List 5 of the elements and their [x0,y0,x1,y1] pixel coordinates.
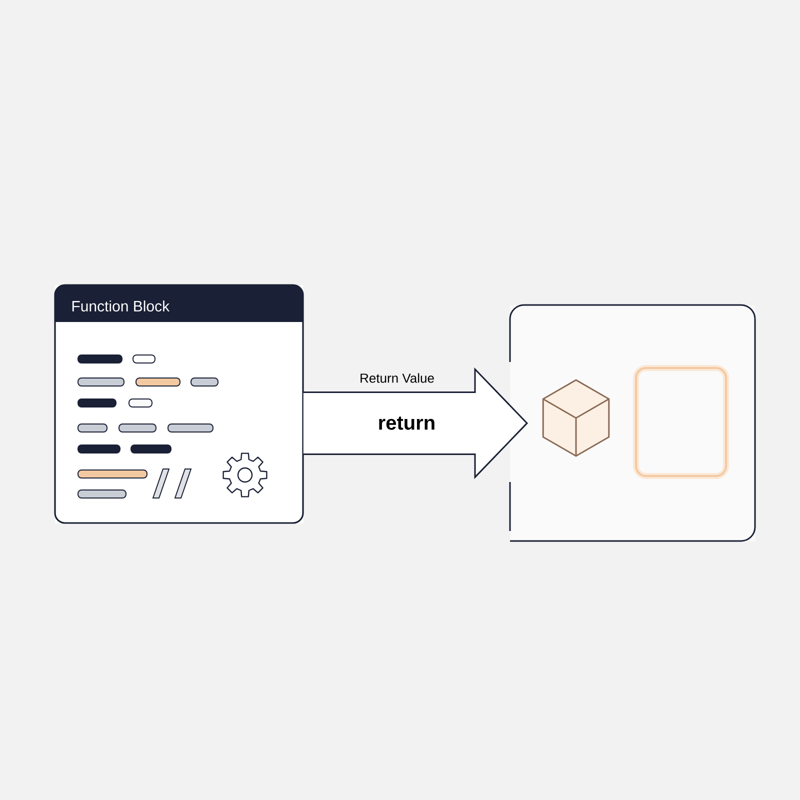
block-arrow [302,367,528,480]
arrow-caption: Return Value [360,373,434,383]
cube-icon [542,379,610,457]
edge-label: return [379,416,434,430]
glowing-frame [633,365,729,479]
